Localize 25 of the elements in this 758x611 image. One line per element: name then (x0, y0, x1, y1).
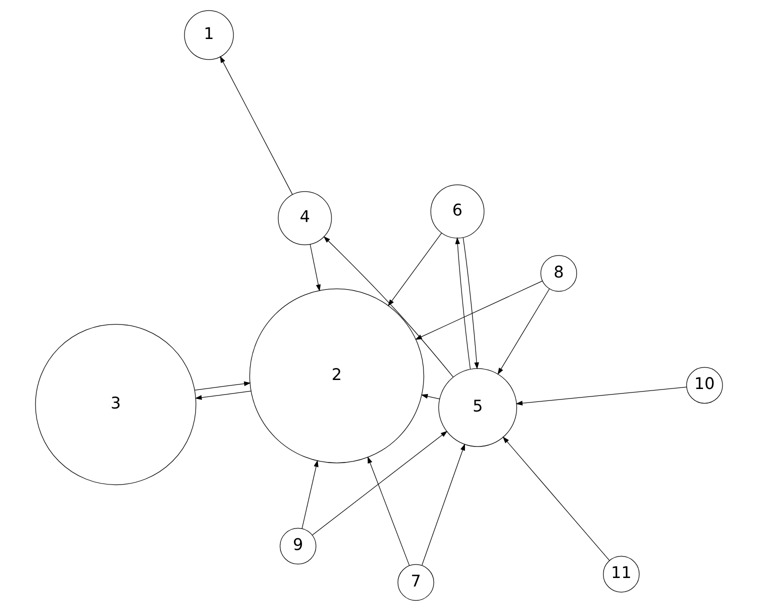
arrow (368, 456, 410, 566)
node-circle: 6 (430, 184, 484, 238)
arrow (455, 237, 471, 370)
arrow (498, 288, 550, 375)
arrow (502, 436, 610, 561)
arrow (312, 430, 448, 536)
arrow (516, 386, 687, 406)
node-circle: 7 (398, 564, 434, 601)
arrow (422, 444, 465, 566)
arrow (310, 244, 321, 292)
arrow (420, 394, 440, 400)
node-circle: 10 (686, 367, 723, 404)
node-circle: 11 (602, 556, 640, 592)
arrow (462, 237, 480, 370)
arrow (194, 381, 251, 391)
node-circle: 8 (540, 255, 578, 292)
arrow (302, 460, 318, 529)
arrow (388, 232, 442, 306)
arrow (220, 56, 293, 195)
arrow (324, 236, 454, 378)
node-circle: 9 (280, 528, 316, 564)
node-circle: 1 (184, 10, 234, 60)
arrow (194, 390, 252, 400)
arrow (415, 280, 543, 340)
node-circle: 3 (35, 324, 196, 486)
